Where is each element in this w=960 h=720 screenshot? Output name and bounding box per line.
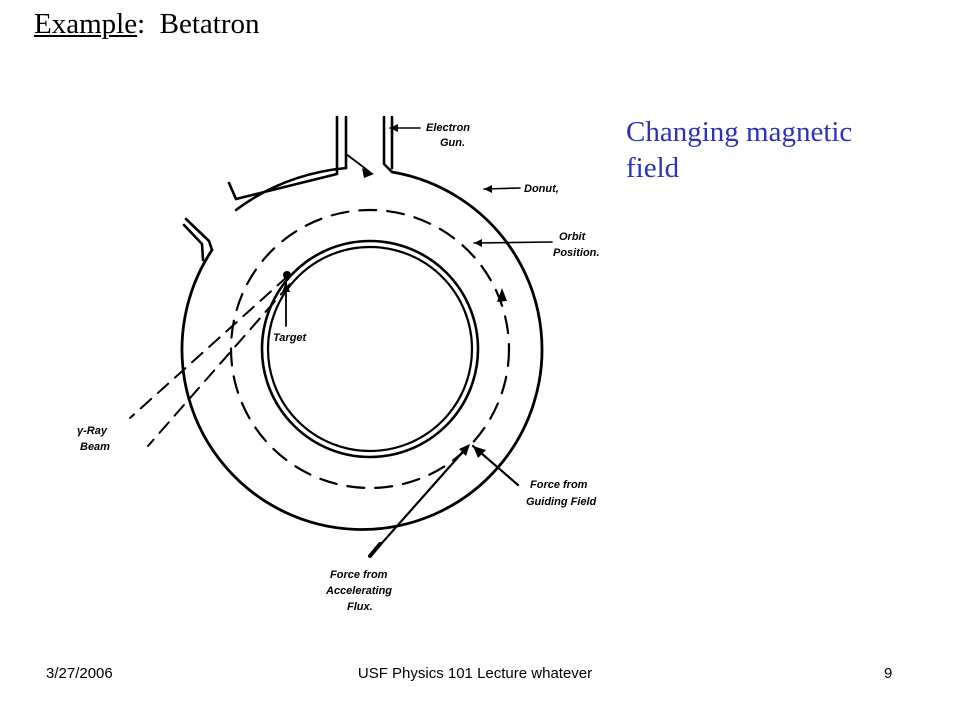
label-gamma-beam-1: γ-Ray bbox=[77, 425, 108, 437]
label-orbit-2: Position. bbox=[553, 247, 599, 259]
label-electron-gun-1: Electron bbox=[426, 122, 470, 134]
gamma-beam-line-1 bbox=[129, 275, 289, 419]
label-electron-gun-2: Gun. bbox=[440, 137, 465, 149]
label-accel-force-3: Flux. bbox=[347, 601, 373, 613]
orbit-leader-arrow bbox=[474, 239, 482, 247]
label-donut: Donut, bbox=[524, 183, 559, 195]
footer-center-text: USF Physics 101 Lecture whatever bbox=[357, 665, 593, 682]
accel-tail bbox=[368, 542, 382, 558]
gun-lead bbox=[345, 153, 373, 175]
footer-date: 3/27/2006 bbox=[46, 665, 113, 682]
title-keyword: Example bbox=[34, 8, 138, 40]
accelerating-force-arrowhead bbox=[459, 444, 470, 456]
label-accel-force-2: Accelerating bbox=[325, 585, 392, 597]
gun-leader-arrow bbox=[390, 124, 398, 132]
guiding-force-arrowhead bbox=[473, 446, 486, 458]
accelerating-force-shaft bbox=[372, 444, 470, 554]
gun-injection-arrow bbox=[362, 168, 374, 178]
gamma-beam-line-2 bbox=[147, 283, 291, 447]
orbit-leader bbox=[473, 241, 553, 244]
footer-page-number: 9 bbox=[884, 665, 893, 682]
label-orbit-1: Orbit bbox=[559, 231, 587, 243]
label-guiding-force-1: Force from bbox=[530, 479, 588, 491]
label-gamma-beam-2: Beam bbox=[80, 441, 110, 453]
annotation-text: Changing magnetic field bbox=[626, 116, 853, 184]
target-dot bbox=[283, 271, 291, 279]
donut-leader-arrow bbox=[484, 185, 492, 193]
donut-outer-wall bbox=[180, 170, 544, 531]
orbit-direction-arrow bbox=[497, 288, 507, 302]
label-target: Target bbox=[273, 332, 308, 344]
inner-wall-outer bbox=[260, 239, 480, 459]
title-separator: : bbox=[137, 8, 146, 40]
slide-title: Example: Betatron bbox=[34, 8, 260, 41]
label-accel-force-1: Force from bbox=[330, 569, 388, 581]
gun-tube-right bbox=[382, 115, 394, 174]
target-leader-arrow bbox=[282, 282, 290, 292]
electron-orbit bbox=[229, 208, 511, 490]
donut-gap-wall bbox=[234, 166, 348, 212]
beam-port bbox=[182, 217, 214, 262]
label-guiding-force-2: Guiding Field bbox=[526, 496, 597, 508]
title-text: Betatron bbox=[159, 8, 260, 40]
gun-tube-left bbox=[227, 115, 348, 201]
inner-wall-inner bbox=[266, 245, 474, 453]
